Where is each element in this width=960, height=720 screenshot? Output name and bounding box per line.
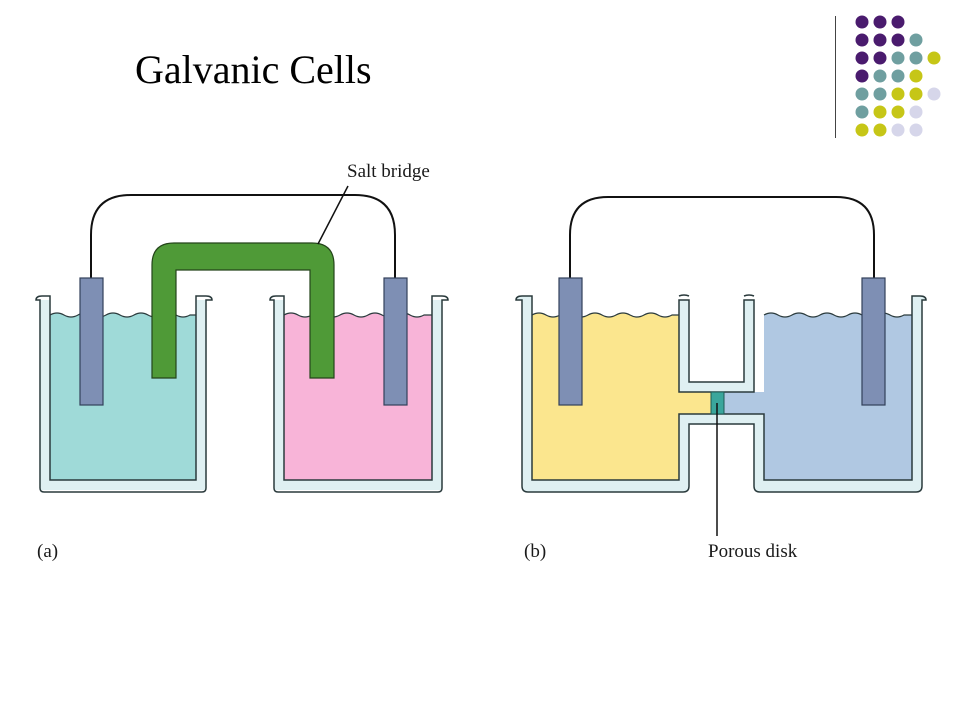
electrode-b-left xyxy=(558,277,583,406)
electrode-a-left xyxy=(79,277,104,406)
panel-a-cell: Salt bridge (a) xyxy=(35,161,449,562)
salt-bridge-label: Salt bridge xyxy=(347,161,430,182)
panel-b-label: (b) xyxy=(524,541,546,562)
title-divider xyxy=(835,16,836,138)
connected-vessel-wall xyxy=(515,295,927,493)
panel-b-wire xyxy=(569,196,875,280)
slide-title: Galvanic Cells xyxy=(135,47,372,92)
panel-b-cell: Porous disk (b) xyxy=(515,196,927,562)
electrode-a-right xyxy=(383,277,408,406)
salt-bridge xyxy=(151,242,335,379)
panel-a-wire xyxy=(90,194,396,280)
solution-a-right xyxy=(284,313,432,480)
right-beaker-a xyxy=(269,295,449,493)
porous-disk-label: Porous disk xyxy=(708,541,798,562)
panel-a-label: (a) xyxy=(37,541,58,562)
electrode-b-right xyxy=(861,277,886,406)
left-beaker-a xyxy=(35,295,213,493)
salt-bridge-pointer xyxy=(317,185,349,245)
